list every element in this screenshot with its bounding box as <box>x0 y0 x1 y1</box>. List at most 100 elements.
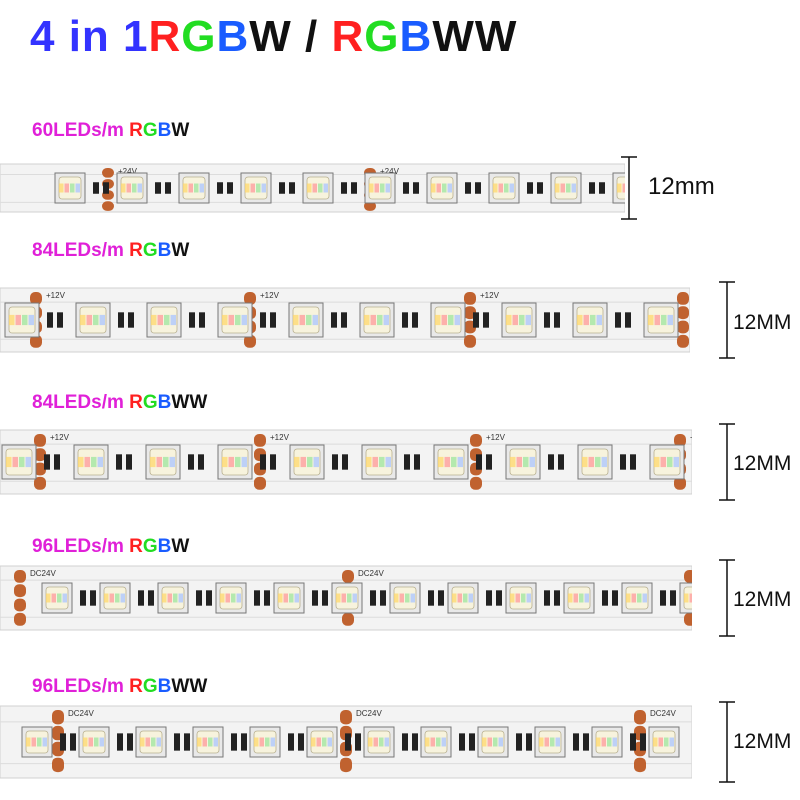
type-letter-ww: WW <box>171 676 208 697</box>
led-emitter <box>654 314 660 326</box>
led-emitter <box>225 593 230 603</box>
led-emitter <box>222 456 228 468</box>
led-emitter <box>120 593 125 603</box>
resistor <box>54 454 60 470</box>
headline-part: WW <box>432 12 518 61</box>
resistor <box>199 312 205 328</box>
led-emitter <box>510 456 516 468</box>
led-emitter <box>529 456 535 468</box>
led-emitter <box>51 593 56 603</box>
resistor <box>476 454 482 470</box>
led-emitter <box>590 314 596 326</box>
voltage-mark: +12V <box>480 291 500 300</box>
led-emitter <box>595 456 601 468</box>
led-emitter <box>588 456 594 468</box>
resistor <box>198 454 204 470</box>
led-emitter <box>99 737 104 747</box>
led-emitter <box>568 593 573 603</box>
resistor <box>165 182 171 194</box>
density-label: 96LEDs/m <box>32 536 130 557</box>
type-letter-g: G <box>142 120 158 141</box>
led-emitter <box>438 456 444 468</box>
solder-pad <box>677 320 689 334</box>
led-emitter <box>208 737 213 747</box>
solder-pad <box>674 476 686 490</box>
resistor <box>345 733 351 751</box>
voltage-mark: +12V <box>50 433 70 442</box>
resistor <box>602 590 608 606</box>
led-emitter <box>487 737 492 747</box>
resistor <box>625 312 631 328</box>
resistor <box>70 733 76 751</box>
solder-pad <box>52 757 64 773</box>
led-emitter <box>560 183 565 193</box>
led-emitter <box>384 737 389 747</box>
solder-pad <box>52 710 64 725</box>
led-emitter <box>132 183 137 193</box>
resistor <box>670 590 676 606</box>
resistor <box>260 454 266 470</box>
solder-pad <box>634 710 646 725</box>
led-strip-photo: +24V+24V <box>0 163 625 213</box>
type-letter-w: W <box>171 120 190 141</box>
solder-pad <box>14 612 26 626</box>
led-emitter <box>220 593 225 603</box>
led-emitter <box>199 183 204 193</box>
resistor <box>288 733 294 751</box>
led-emitter <box>431 183 436 193</box>
led-strip-photo: +12V+12V+12V+12V <box>0 429 692 495</box>
led-emitter <box>341 593 346 603</box>
led-emitter <box>617 183 622 193</box>
resistor <box>117 733 123 751</box>
led-emitter <box>28 314 34 326</box>
voltage-mark: +12V <box>486 433 506 442</box>
resistor <box>469 733 475 751</box>
resistor <box>126 454 132 470</box>
resistor <box>44 454 50 470</box>
led-emitter <box>436 737 441 747</box>
resistor <box>412 733 418 751</box>
led-emitter <box>441 737 446 747</box>
resistor <box>279 182 285 194</box>
density-label: 60LEDs/m <box>32 120 130 141</box>
led-emitter <box>425 737 430 747</box>
led-emitter <box>364 314 370 326</box>
type-letter-r: R <box>129 240 143 261</box>
led-emitter <box>294 593 299 603</box>
solder-pad <box>677 306 689 320</box>
resistor <box>402 733 408 751</box>
resistor <box>589 182 595 194</box>
type-letter-r: R <box>129 536 143 557</box>
resistor <box>438 590 444 606</box>
resistor <box>80 590 86 606</box>
solder-pad <box>340 710 352 725</box>
led-emitter <box>399 593 404 603</box>
led-emitter <box>278 593 283 603</box>
led-emitter <box>555 737 560 747</box>
solder-pad <box>342 612 354 626</box>
density-label: 84LEDs/m <box>32 392 130 413</box>
resistor <box>60 733 66 751</box>
width-label: 12mm <box>648 173 715 200</box>
led-emitter <box>94 737 99 747</box>
led-emitter <box>156 456 162 468</box>
resistor <box>414 454 420 470</box>
led-emitter <box>6 456 12 468</box>
resistor <box>93 182 99 194</box>
solder-pad <box>34 476 46 490</box>
led-emitter <box>509 183 514 193</box>
led-emitter <box>383 314 389 326</box>
led-emitter <box>22 314 28 326</box>
led-emitter <box>202 737 207 747</box>
solder-pad <box>14 598 26 612</box>
type-letter-r: R <box>129 676 143 697</box>
led-emitter <box>104 593 109 603</box>
led-emitter <box>300 456 306 468</box>
led-emitter <box>156 737 161 747</box>
voltage-mark: +12V <box>270 433 290 442</box>
resistor <box>583 733 589 751</box>
led-emitter <box>312 314 318 326</box>
led-emitter <box>70 183 75 193</box>
led-strip-photo: +12V+12V+12V+12V <box>0 287 690 353</box>
